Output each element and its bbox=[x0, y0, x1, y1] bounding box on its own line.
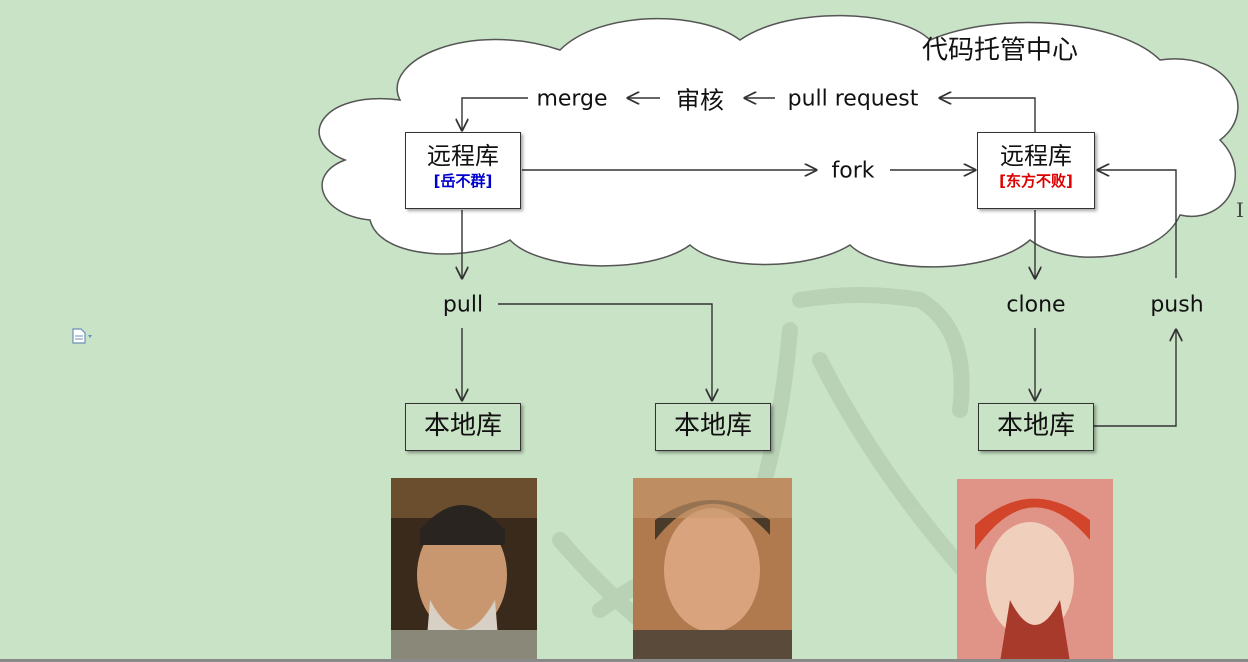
pull-label: pull bbox=[442, 292, 484, 318]
merge-label: merge bbox=[536, 86, 608, 112]
connectors bbox=[462, 98, 1176, 427]
fork-label: fork bbox=[831, 158, 875, 184]
pull-request-label: pull request bbox=[787, 86, 919, 112]
remote-repo-origin[interactable]: 远程库 [岳不群] bbox=[405, 132, 521, 209]
local-repo-3[interactable]: 本地库 bbox=[978, 403, 1094, 451]
review-label: 审核 bbox=[676, 86, 724, 115]
local-repo-2[interactable]: 本地库 bbox=[655, 403, 771, 451]
text-cursor-icon: I bbox=[1236, 198, 1244, 222]
push-label: push bbox=[1150, 292, 1204, 318]
remote-repo-fork-label: 远程库 bbox=[1000, 142, 1072, 170]
document-icon[interactable] bbox=[72, 328, 94, 348]
bottom-border bbox=[0, 659, 1248, 662]
remote-repo-origin-label: 远程库 bbox=[427, 142, 499, 170]
portrait-linghu bbox=[633, 478, 792, 662]
portrait-yue bbox=[391, 478, 537, 662]
remote-repo-origin-owner: [岳不群] bbox=[433, 172, 493, 190]
cloud-title: 代码托管中心 bbox=[921, 35, 1079, 66]
clone-label: clone bbox=[1006, 292, 1066, 318]
remote-repo-fork-owner: [东方不败] bbox=[999, 172, 1073, 190]
local-repo-1[interactable]: 本地库 bbox=[405, 403, 521, 451]
remote-repo-fork[interactable]: 远程库 [东方不败] bbox=[977, 132, 1095, 209]
portrait-dongfang bbox=[957, 479, 1113, 662]
